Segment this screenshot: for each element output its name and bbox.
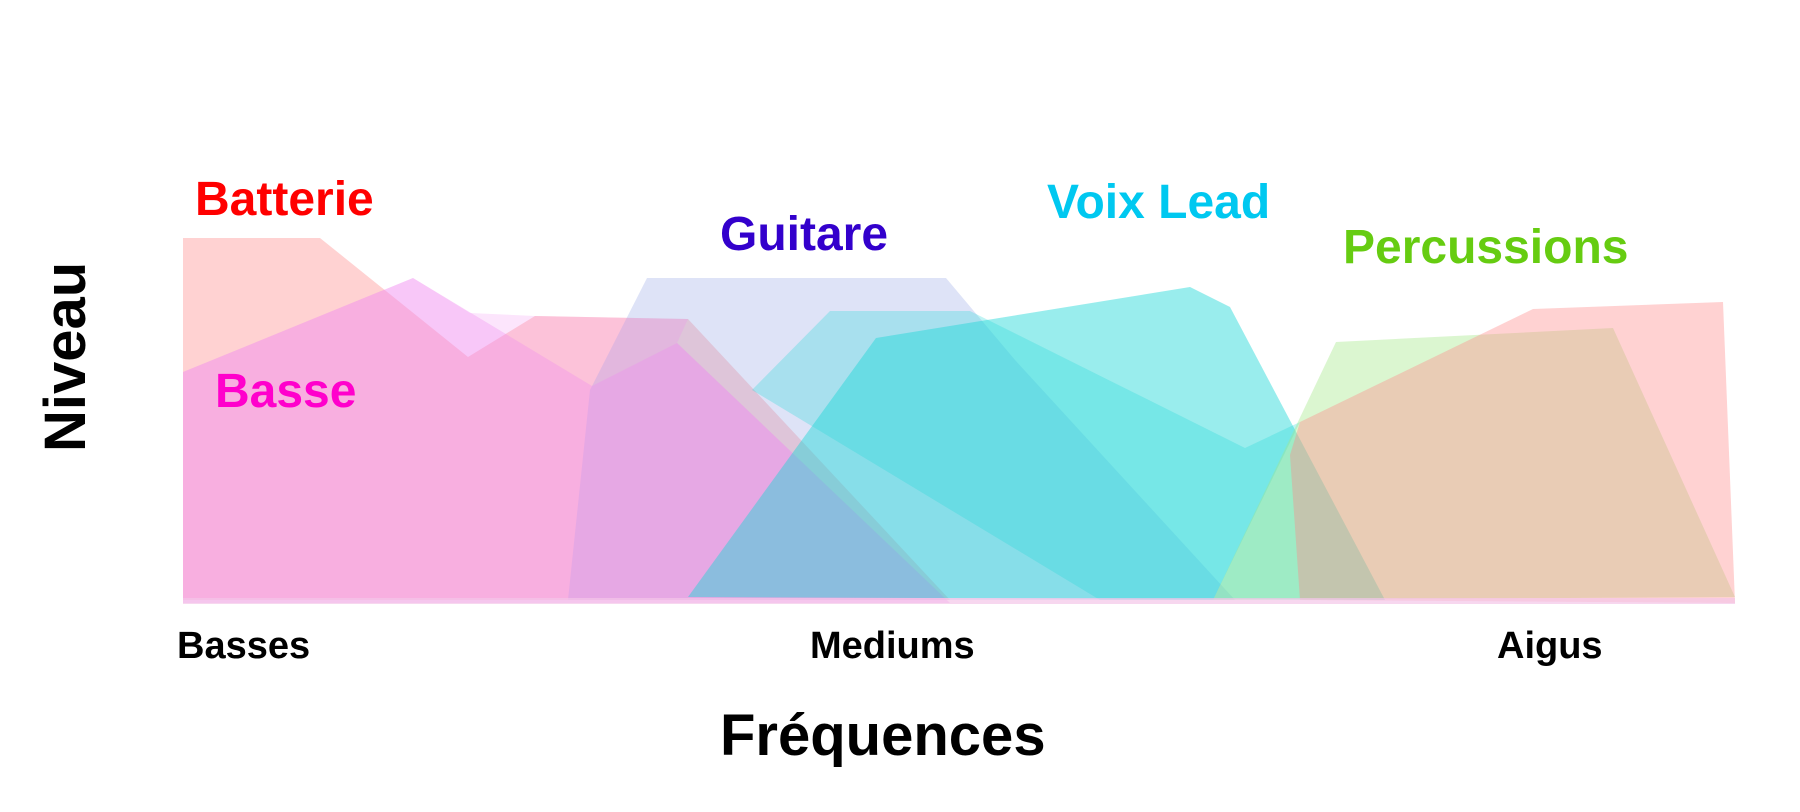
x-tick-basses: Basses [177, 625, 310, 667]
batterie-label: Batterie [195, 173, 374, 226]
basse-area [183, 278, 950, 603]
baseline-strip [183, 598, 1735, 604]
guitare-label: Guitare [720, 208, 888, 261]
batterie-area [183, 238, 950, 600]
voix-lead-area [688, 287, 1385, 600]
batterie-high-area [1290, 302, 1735, 603]
percussions-area [1213, 328, 1735, 600]
guitare-area [568, 278, 1235, 600]
voix-lead-label: Voix Lead [1047, 176, 1270, 229]
x-tick-aigus: Aigus [1497, 625, 1603, 667]
basse-area-overlay [183, 278, 950, 603]
x-axis-title: Fréquences [720, 703, 1046, 768]
voix-lead-secondary-area [752, 311, 1300, 600]
y-axis-title: Niveau [33, 262, 98, 452]
percussions-label: Percussions [1343, 221, 1628, 274]
basse-label: Basse [215, 365, 356, 418]
x-tick-mediums: Mediums [810, 625, 975, 667]
